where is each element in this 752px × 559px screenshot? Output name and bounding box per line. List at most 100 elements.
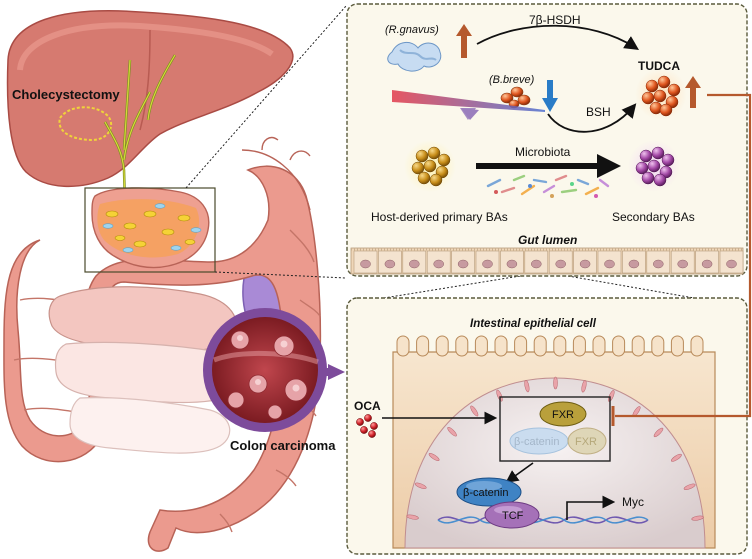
microvillus <box>514 335 528 357</box>
microbiota-label: Microbiota <box>515 145 571 159</box>
svg-text:β-catenin: β-catenin <box>514 436 559 448</box>
microvillus <box>396 335 410 357</box>
tumor-pointer-arrow <box>318 364 345 380</box>
balance-wedge <box>392 90 545 112</box>
nuclear-pores <box>406 376 704 521</box>
oca-molecule-icon <box>356 414 378 438</box>
bsh-arrow <box>547 103 637 133</box>
myc-label: Myc <box>622 495 644 509</box>
gut-lumen-panel: (R.gnavus) 7β-HSDH (B.breve) BSH <box>346 3 748 277</box>
fxr-complex-box <box>499 396 611 462</box>
microvillus <box>631 335 645 357</box>
gallbladder-outline <box>58 106 113 142</box>
svg-text:FXR: FXR <box>552 409 574 421</box>
cell-nucleus <box>384 259 396 269</box>
nuclear-pore <box>428 453 440 461</box>
microvillus <box>494 335 508 357</box>
tcf-protein: TCF <box>484 501 540 529</box>
svg-text:β-catenin: β-catenin <box>463 487 508 499</box>
b-catenin-protein: β-catenin <box>456 477 522 507</box>
b-breve-label: (B.breve) <box>489 74 535 86</box>
hsdh-label: 7β-HSDH <box>529 13 581 27</box>
svg-text:FXR: FXR <box>575 436 597 448</box>
gut-lumen-label: Gut lumen <box>518 233 577 247</box>
colon-carcinoma-label: Colon carcinoma <box>230 438 336 453</box>
zoom-lines <box>185 5 695 299</box>
cell-nucleus <box>531 259 542 269</box>
nuclear-pore <box>470 405 479 417</box>
bsh-label: BSH <box>586 105 611 119</box>
b-breve-down-arrow <box>542 80 558 112</box>
microvillus <box>670 335 684 357</box>
svg-text:TCF: TCF <box>502 510 524 522</box>
anatomy-illustration <box>3 10 345 552</box>
r-gnavus-up-arrow <box>456 24 472 58</box>
colon-carcinoma-magnified <box>203 308 327 432</box>
epithelium-cell-row <box>350 247 744 275</box>
small-intestine <box>48 286 246 454</box>
cell-nucleus <box>506 259 518 269</box>
dna-strand <box>437 516 649 524</box>
nuclear-pore <box>683 483 696 490</box>
microvillus <box>592 335 606 357</box>
cell-nucleus <box>653 259 664 269</box>
nuclear-pore <box>496 389 503 402</box>
cell-nucleus <box>701 259 713 269</box>
tudca-label: TUDCA <box>638 59 680 73</box>
nuclear-pore <box>447 426 457 437</box>
microvillus <box>553 335 567 357</box>
myc-transcription-arrow <box>566 495 616 520</box>
nuclear-pore <box>414 482 427 489</box>
tudca-molecule-icon <box>635 68 687 120</box>
r-gnavus-enzyme-icon <box>387 42 442 72</box>
fxr-protein: FXR <box>539 401 587 427</box>
primary-bas-label: Host-derived primary BAs <box>371 210 508 224</box>
nuclear-pore <box>671 453 682 462</box>
cell-nucleus <box>579 259 591 269</box>
nuclear-pore <box>553 376 558 390</box>
cholecystectomy-label: Cholecystectomy <box>12 87 120 102</box>
nuclear-pore <box>653 427 664 438</box>
microvillus <box>690 335 704 357</box>
liver-shape <box>6 10 294 188</box>
tudca-inhibition-line <box>615 93 752 418</box>
secondary-bas-label: Secondary BAs <box>612 210 695 224</box>
microvillus <box>416 335 430 357</box>
cell-nucleus <box>677 259 688 269</box>
cell-nucleus <box>433 259 444 269</box>
microvillus <box>455 335 469 357</box>
tudca-up-arrow <box>685 76 701 108</box>
cell-nucleus <box>726 259 737 269</box>
cell-nucleus <box>628 259 640 269</box>
nuclear-pore <box>406 514 419 520</box>
microvillus <box>533 335 547 357</box>
nuclear-pore <box>691 515 704 521</box>
duodenum-inset-box <box>84 187 216 273</box>
b-catenin-fxr-complex: β-catenin FXR <box>509 427 607 455</box>
cell-nucleus <box>457 259 469 269</box>
cell-nucleus <box>360 259 371 269</box>
oca-label: OCA <box>354 399 381 413</box>
microvillus <box>651 335 665 357</box>
cell-nucleus <box>409 259 420 269</box>
cell-nucleus <box>604 259 615 269</box>
primary-bas-molecule-icon <box>404 140 456 192</box>
nuclear-pore <box>581 380 587 393</box>
hsdh-arrow <box>476 24 640 50</box>
microvillus <box>474 335 488 357</box>
microbiota-bacteria-icons <box>486 174 610 198</box>
cell-nucleus <box>555 259 566 269</box>
microvillus <box>435 335 449 357</box>
nuclear-pore <box>524 379 530 393</box>
microvillus <box>612 335 626 357</box>
microvilli <box>396 335 704 357</box>
microvillus <box>572 335 586 357</box>
epithelial-cell-panel: Intestinal epithelial cell OCA FXR β-cat… <box>346 297 748 555</box>
r-gnavus-label: (R.gnavus) <box>385 24 439 36</box>
cell-nucleus <box>482 259 493 269</box>
secondary-bas-molecule-icon <box>628 140 680 192</box>
dissociation-arrow <box>505 462 534 483</box>
bile-acid-particles <box>105 210 196 248</box>
epithelial-cell-label: Intestinal epithelial cell <box>470 318 597 330</box>
